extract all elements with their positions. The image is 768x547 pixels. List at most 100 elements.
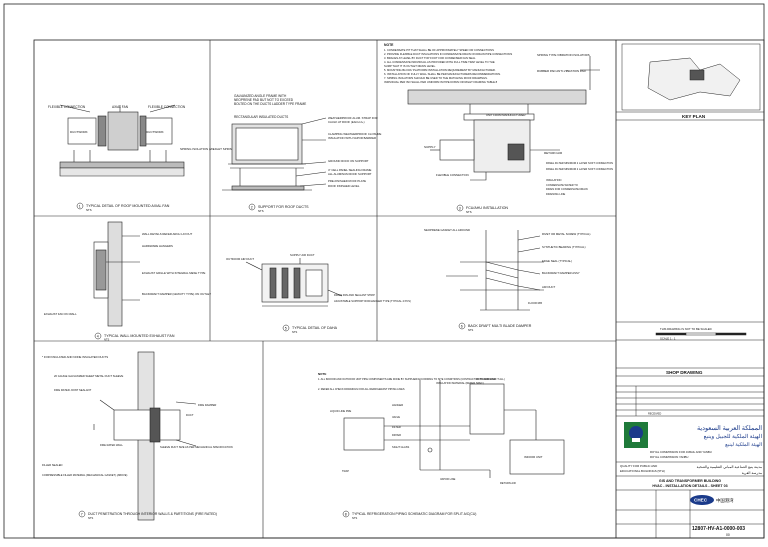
d7-label-filler: FILLER SEALED xyxy=(42,463,63,467)
d1-label-flex-right: FLEXIBLE CONNECTION xyxy=(148,105,186,109)
d4-label-exhaust: EXHAUST GRILLE WITH INTEGRAL MESH TYPE xyxy=(142,271,205,275)
notes-line-6: 5. MOUNTING BLOCK/ PLATFORM INSTALLATION… xyxy=(384,68,496,72)
project-ar-2: مدرسة القرية xyxy=(742,470,762,475)
d1-title: TYPICAL DETAIL OF ROOF MOUNTED AXIAL FAN xyxy=(86,204,170,208)
d6-label-synth: SYNTHETIC BEARING (TYPICAL) xyxy=(542,245,586,249)
d3-label-panel1: PANEL FILTER MINIMUM 2 LAYER SOFT CONNEC… xyxy=(546,161,613,165)
d4-label-fan: EXHAUST FAN ON WALL xyxy=(44,312,77,316)
drawing-number: 12807-HV-A1-0000-003 xyxy=(692,526,745,532)
d1-label-axial-fan: AXIAL FAN xyxy=(112,105,129,109)
d2-label-galv: GALVANIZED ANGLE FRAME WITH xyxy=(234,94,287,98)
scale-label: SCALE 1 : 1 xyxy=(660,337,676,341)
detail-4-wall-exhaust-fan xyxy=(93,221,140,327)
d3-label-rubber: RUBBER PAD ANTI-VIBRATION PAD xyxy=(537,69,586,73)
d6-label-frame: FLOOR RIB xyxy=(528,301,542,305)
d4-label-wall: WALL DETAILS REFER ARCH LAYOUT xyxy=(142,232,192,236)
d4-title: TYPICAL WALL MOUNTED EXHAUST FAN xyxy=(104,334,175,338)
notes-line-1: 1. CONDENSATE PIT THAT SHALL BE OF APPRO… xyxy=(384,48,494,52)
key-plan-label: KEY PLAN xyxy=(682,114,706,119)
d7-label-fire: FIRE RATED JOINT SEALANT xyxy=(54,388,92,392)
project-ar-1: مدينة ينبع الصناعية المباني التعليمية وا… xyxy=(697,464,762,469)
detail-6-backdraft-damper xyxy=(446,230,544,311)
sheet-title-1: GIS AND TRANSFORMER BUILDING xyxy=(659,479,721,483)
warning-label: THIS DRAWING IS NOT TO BE SCALED xyxy=(660,327,712,331)
d3-label-panel2: PANEL FILTER MINIMUM 2 LAYER SOFT CONNEC… xyxy=(546,167,613,171)
d2-scale: NTS xyxy=(258,209,264,213)
detail-1-axial-fan xyxy=(59,104,185,177)
d8-label-outdoor: OUTDOOR UNIT xyxy=(476,377,496,381)
d8-label-dryer: DRYER xyxy=(392,433,401,437)
sheet-title-2: HVAC - INSTALLATION DETAILS - SHEET 03 xyxy=(652,484,727,488)
d2-label-weld3: CLAMPING WEATHERPROOF CLOSURE xyxy=(328,132,382,136)
d7-label-duct: DUCT xyxy=(186,413,194,417)
d3-label-return: RETURN AIR xyxy=(544,151,563,155)
received-label: RECEIVED xyxy=(648,412,661,416)
d6-title: BACK DRAFT MULTI BLADE DAMPER xyxy=(468,324,532,328)
chec-logo: CHEC 中国港湾 xyxy=(690,495,734,505)
d3-label-flex: FLEXIBLE CONNECTION xyxy=(436,173,469,177)
notes-line-7: 6. INSTALLATION OF FULLY WALL SHALL BE P… xyxy=(384,72,501,76)
notes-line-5: SUMP THAT IT IS OUTLET DRAIN LEVEL. xyxy=(384,64,436,68)
arabic-org-1: المملكة العربية السعودية xyxy=(697,425,762,432)
d2-label-galv3: BOLTED ON THE DUCTS LADDER TYPE FRAME xyxy=(234,102,306,106)
detail-8-refrigeration-piping xyxy=(343,380,565,478)
d8-label-trap: TRAP xyxy=(342,469,349,473)
d2-label-weld: WEATHERPROOF ALUM. STRAP FOR xyxy=(328,116,378,120)
d7-label-galv: 20 GAUGE GALVANIZED SHEET METAL DUCT SLE… xyxy=(54,374,123,378)
d8-title: TYPICAL REFRIGERATION PIPING SCHEMATIC D… xyxy=(352,512,476,516)
royal-commission-logo xyxy=(624,422,648,448)
d1-scale: NTS xyxy=(86,208,92,212)
chec-cn-text: 中国港湾 xyxy=(716,497,734,504)
project-en-2: EDUCATIONAL BUILDINGS (5TH) xyxy=(620,469,665,473)
notes-line-8: 7. SPRING ISOLATORS SHOULD BE USED TO TH… xyxy=(384,76,488,80)
d2-label-floor: ROOF FINISHED LEVEL xyxy=(328,184,360,188)
d6-label-backdraft: BACKDRAFT DAMPER ASSY xyxy=(542,271,580,275)
d1-bubble xyxy=(76,202,84,210)
d8-label-liquid: LIQUID LINE PRE xyxy=(330,409,351,413)
d6-label-edge: EDGE SEAL (TYPICAL) xyxy=(542,259,572,263)
notes-line-9: INDIVIDUAL PER ISO SHALL PER UNIFORM IN … xyxy=(384,80,498,84)
d7-label-wall: FIRE RATED WALL xyxy=(100,443,123,447)
revision: 00 xyxy=(726,533,730,537)
d5-label-support: ADJUSTABLE SUPPORT ROD/HANGER TYPE (TYPI… xyxy=(334,299,411,303)
d2-label-base: PRE-FINISHED ROOF PLATE xyxy=(328,179,366,183)
detail-2-roof-duct-support xyxy=(222,117,327,191)
notes-line-3: 3. BRACES AT LEVEL BY DUCT TOP FOOT FOR … xyxy=(384,56,476,60)
d8-note: NOTE xyxy=(318,372,326,376)
arabic-org-3: الهيئة الملكية لينبع xyxy=(725,442,762,448)
detail-5-daha xyxy=(245,258,343,307)
detail-7-duct-penetration xyxy=(93,351,197,521)
d3-label-drain: DRAINING LINE xyxy=(546,192,565,196)
notes-heading: NOTE xyxy=(384,43,394,47)
d5-label-outdoor: OUTDOOR AIR DUCT xyxy=(226,257,254,261)
d8-label-sight: SIGHT GLASS xyxy=(392,445,410,449)
d2-label-weld4: INSULATION WITH VAPOR BARRIER xyxy=(328,136,376,140)
d7-label-sleeve: SLEEVE DUCT SIZE AS PER MECHANICAL SPECI… xyxy=(160,445,233,449)
d2-label-weld2: CAULK AT ROOF (EACH 2+) xyxy=(328,120,365,124)
d8-n2: 2. REFER ALL CHECK DRAWINGS FOR ALL REFR… xyxy=(318,388,405,391)
d4-label-hanger: HARDWARE HANGERS xyxy=(142,244,173,248)
d8-label-indoor: INDOOR UNIT xyxy=(524,455,543,459)
arabic-org-2: الهيئة الملكية للجبيل وينبع xyxy=(704,433,763,440)
d5-scale: NTS xyxy=(292,330,297,334)
d3-label-cond: CONDENSATE WATER TO xyxy=(546,183,578,187)
d3-label-spring: SPRING TYPE VIBRATION ISOLATORS xyxy=(537,53,590,57)
d2-label-support: GROUND ROOF ON SUPPORT xyxy=(328,159,369,163)
project-en-1: QUALITY FOR PUBLIC AND xyxy=(620,464,657,468)
d8-n1: 1. ALL INDOOR AND OUTDOOR UNIT PIPE COMP… xyxy=(318,378,505,381)
d1-label-duct-left: DUCTWORK xyxy=(70,130,88,134)
d6-scale: NTS xyxy=(468,328,473,332)
d7-scale: NTS xyxy=(88,516,93,520)
d1-number: 1 xyxy=(79,204,81,208)
d4-label-backdraft: BACKDRAFT DAMPER (GRAVITY TYPE) ON OUTLE… xyxy=(142,292,211,296)
org-en-2: ROYAL COMMISSION YANBU xyxy=(650,455,688,459)
d7-label-comp: COMPRESSIBLE FILLER MATERIAL (MECHANICAL… xyxy=(42,473,128,477)
d5-title: TYPICAL DETAIL OF DAHA xyxy=(292,326,338,330)
titleblock xyxy=(616,43,764,538)
d2-label-galv2: NEOPRENE PAD BUT NOT TO EXCEED xyxy=(234,98,294,102)
org-en: ROYAL COMMISSION FOR JUBAIL AND YANBU xyxy=(650,450,712,454)
d1-label-flex-left: FLEXIBLE CONNECTION xyxy=(48,105,86,109)
d8-label-hanger: HANGER xyxy=(392,403,403,407)
